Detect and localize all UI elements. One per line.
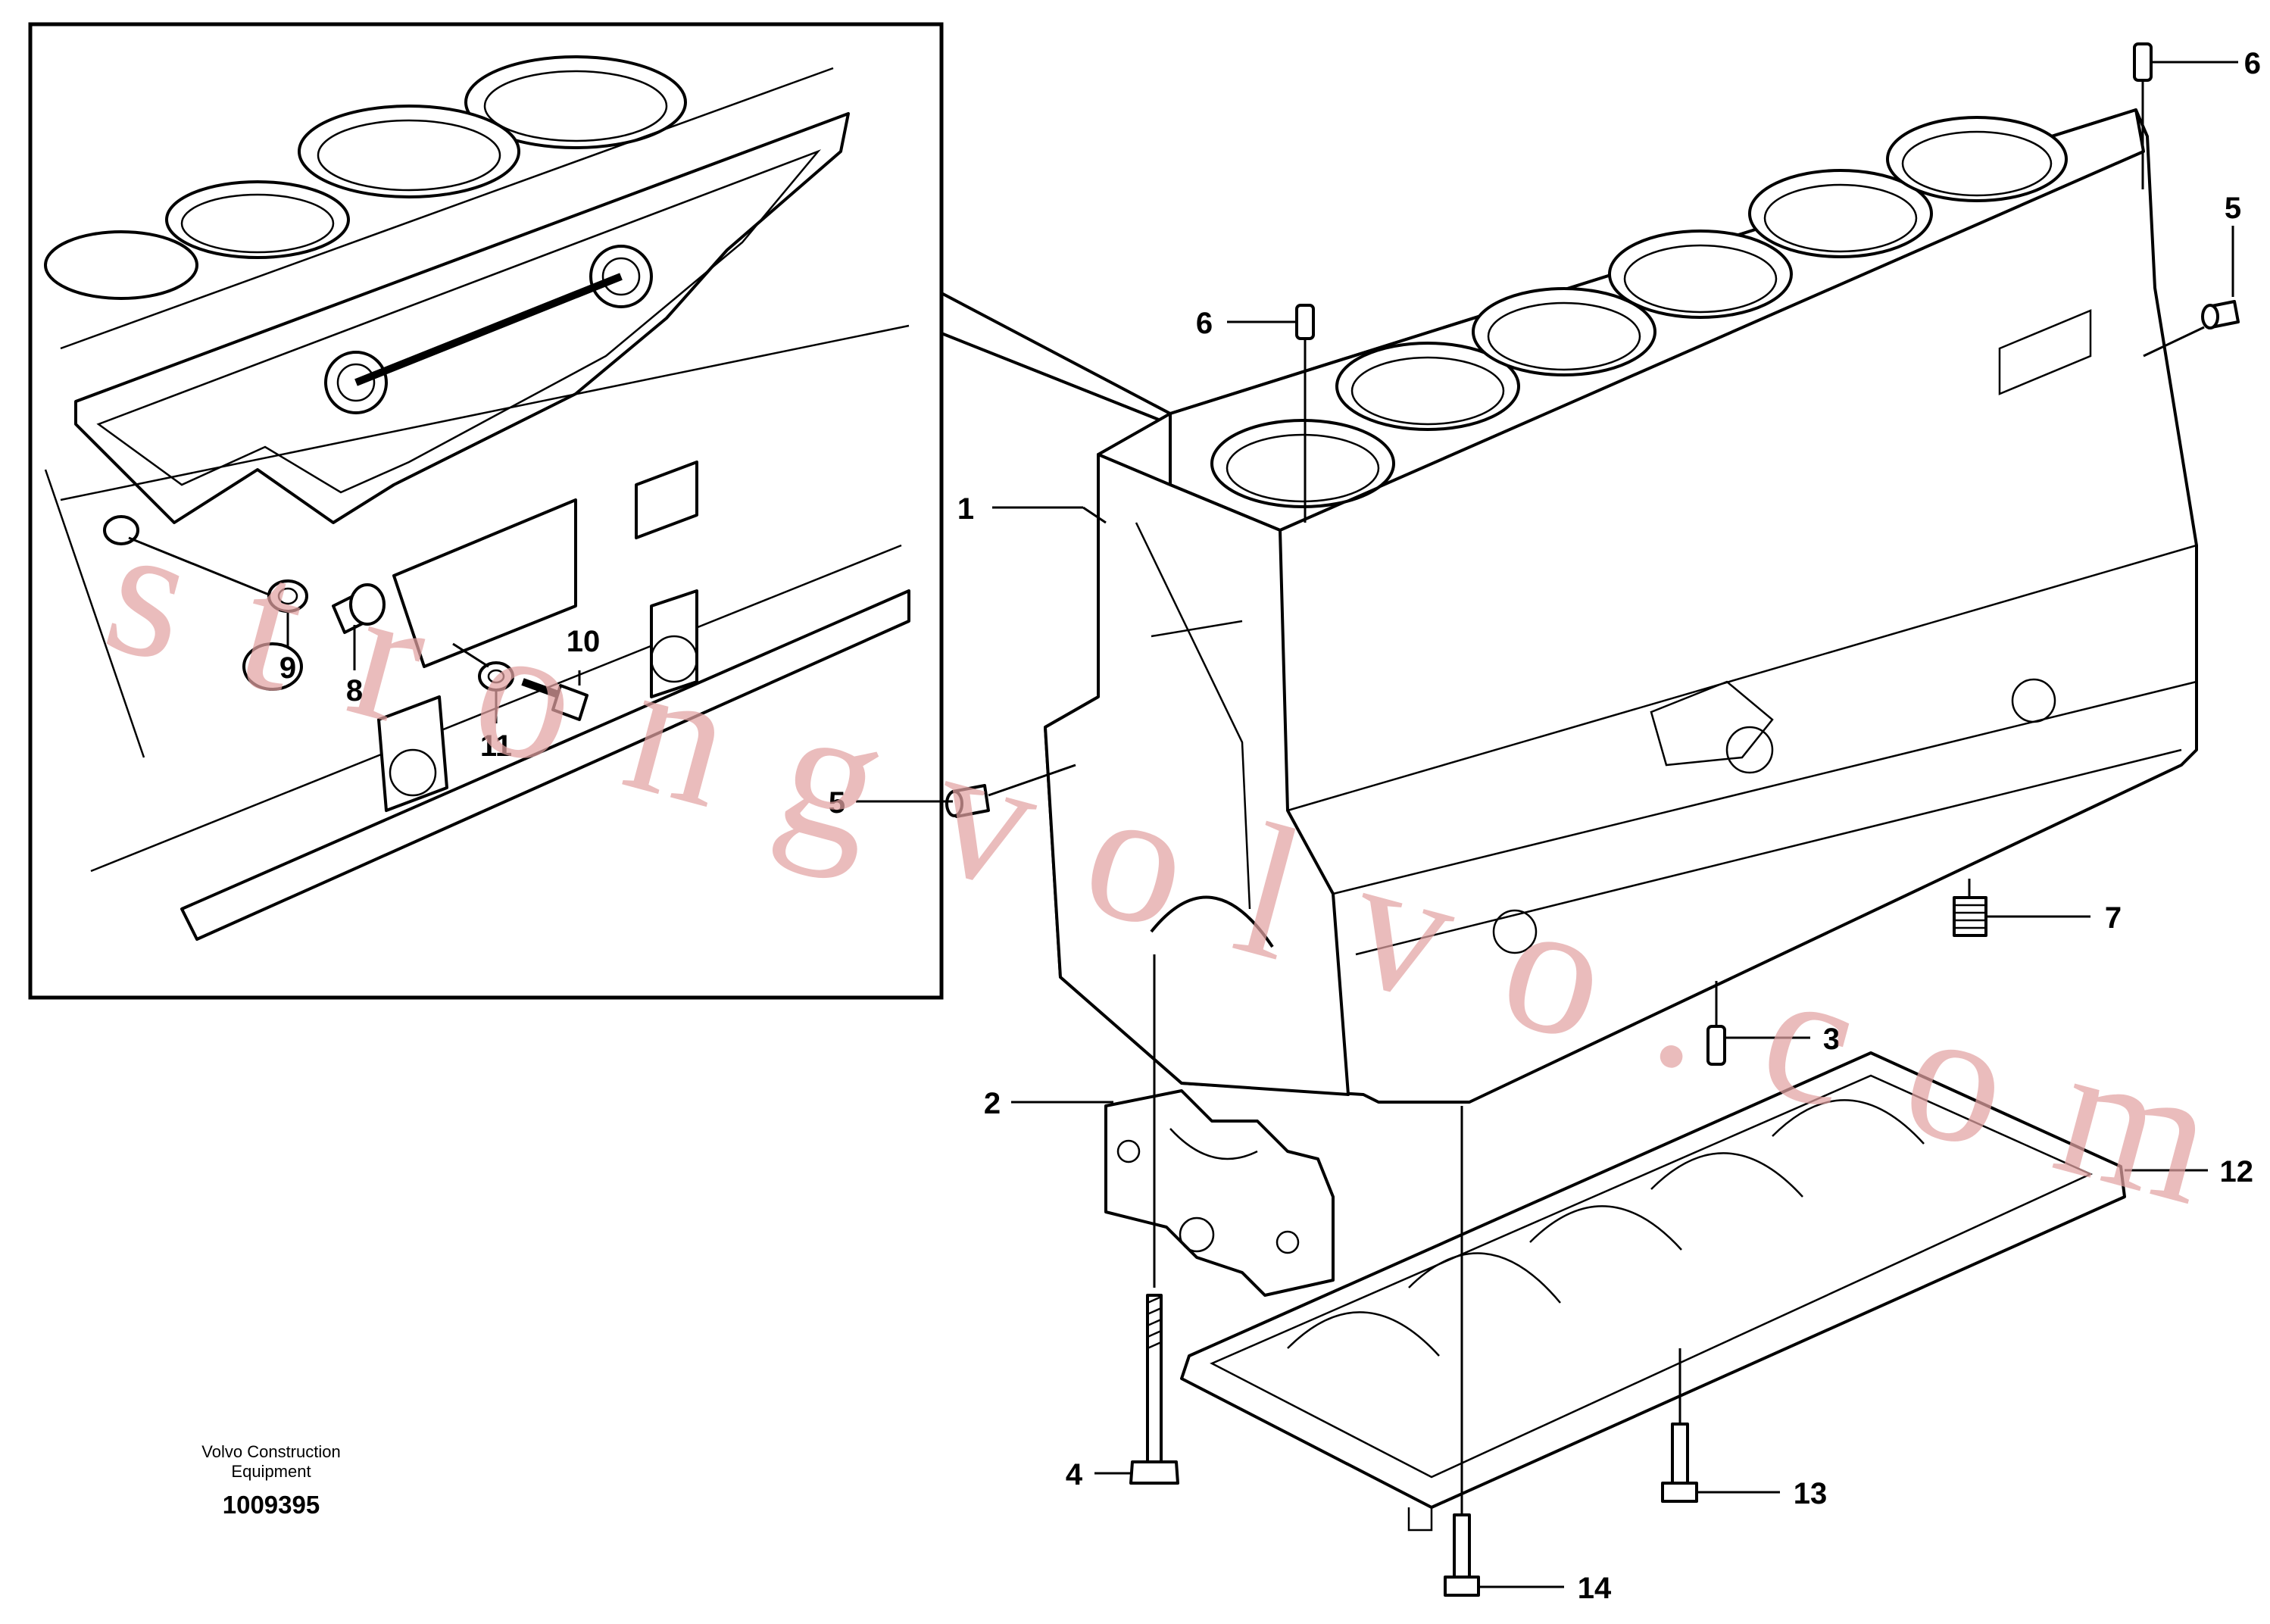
leader-lines [856, 61, 2238, 1588]
callout-9: 9 [279, 651, 296, 685]
callout-6-top: 6 [2244, 47, 2261, 80]
dowel-pin-lower [1706, 1025, 1726, 1066]
callout-6-left: 6 [1196, 307, 1213, 340]
drain-plug [1953, 896, 1987, 937]
publisher-caption: Volvo Construction Equipment 1009395 [201, 1442, 340, 1519]
cap-bolt [1129, 1294, 1179, 1485]
caption-line-2: Equipment [231, 1462, 311, 1481]
callout-labels: 1 2 3 4 5 5 6 6 7 8 9 10 11 12 13 14 [279, 47, 2261, 1605]
callout-13: 13 [1794, 1477, 1828, 1510]
caption-line-1: Volvo Construction [201, 1442, 340, 1461]
callout-10: 10 [567, 625, 601, 658]
dowel-pin-top [2133, 42, 2153, 82]
callout-7: 7 [2105, 901, 2122, 935]
callout-5-left: 5 [829, 786, 845, 820]
detail-inset [28, 22, 1171, 1000]
callout-1: 1 [957, 492, 974, 526]
bearing-cap [1104, 1089, 1335, 1297]
document-number: 1009395 [223, 1491, 320, 1519]
frame-bolt-13 [1661, 1423, 1698, 1503]
callout-14: 14 [1578, 1572, 1612, 1605]
cylinder-block [1044, 108, 2198, 1104]
callout-11: 11 [480, 729, 512, 763]
frame-bolt-14 [1444, 1513, 1480, 1597]
callout-3: 3 [1823, 1023, 1840, 1056]
callout-8: 8 [346, 674, 363, 707]
callout-12: 12 [2220, 1155, 2254, 1188]
main-bearing-frame [1180, 1051, 2126, 1532]
callout-4: 4 [1066, 1458, 1083, 1491]
dowel-pin-left [1295, 304, 1315, 340]
callout-2: 2 [984, 1087, 1001, 1120]
callout-5-right: 5 [2225, 192, 2241, 225]
sleeve-right [2201, 300, 2240, 329]
sleeve-left [945, 784, 990, 818]
